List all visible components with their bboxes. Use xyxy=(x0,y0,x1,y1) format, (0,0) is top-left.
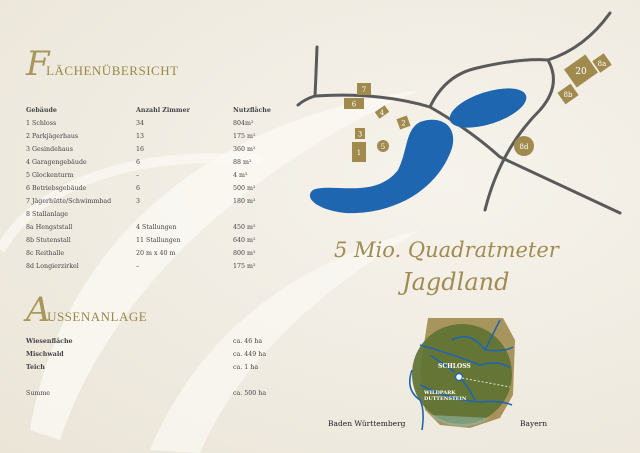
building-8b: 8b xyxy=(557,83,579,105)
table-header: Anzahl Zimmer xyxy=(136,107,190,114)
table-cell: 175 m² xyxy=(233,263,256,270)
area-value: ca. 46 ha xyxy=(233,338,263,345)
building-7: 7 xyxy=(357,83,371,95)
svg-text:8b: 8b xyxy=(564,91,573,99)
area-label: Mischwald xyxy=(26,351,64,358)
svg-text:6: 6 xyxy=(352,101,357,109)
building-6: 6 xyxy=(344,98,364,109)
table-cell: 7 Jägerhütte/Schwimmbad xyxy=(26,198,112,205)
table-cell: 13 xyxy=(136,133,145,140)
table-cell: 2 Parkjägerhaus xyxy=(26,133,79,140)
table-header: Gebäude xyxy=(26,107,57,114)
table-cell: 16 xyxy=(136,146,145,153)
table-cell: 4 m² xyxy=(233,172,248,179)
area-label: Wiesenfläche xyxy=(26,338,73,345)
table-cell: 5 Glockenturm xyxy=(26,172,74,179)
svg-text:7: 7 xyxy=(362,86,366,94)
svg-text:20: 20 xyxy=(575,67,587,77)
area-label: Teich xyxy=(26,364,45,371)
table-cell: 8c Reithalle xyxy=(26,250,65,257)
svg-text:1: 1 xyxy=(357,149,361,157)
svg-text:8a: 8a xyxy=(598,60,607,68)
svg-text:4: 4 xyxy=(380,109,385,117)
building-2: 2 xyxy=(396,115,411,130)
table-header: Nutzfläche xyxy=(233,107,271,114)
table-cell: 20 m x 40 m xyxy=(136,250,176,257)
building-4: 4 xyxy=(374,105,390,119)
bayern-label: Bayern xyxy=(520,419,548,428)
table-cell: 6 xyxy=(136,185,141,192)
slogan-line2: Jagdland xyxy=(402,268,510,296)
svg-text:3: 3 xyxy=(358,131,362,139)
table-cell: 4 Stallungen xyxy=(136,224,177,231)
total-value: ca. 500 ha xyxy=(233,390,267,397)
table-cell: 1 Schloss xyxy=(26,120,57,127)
total-label: Summe xyxy=(26,390,51,397)
table-cell: 175 m² xyxy=(233,133,256,140)
building-20: 20 xyxy=(564,54,598,88)
small-pond xyxy=(449,88,527,128)
slogan-line1: 5 Mio. Quadratmeter xyxy=(334,238,559,262)
svg-text:5: 5 xyxy=(381,143,385,151)
flaechen-title: FLÄCHENÜBERSICHT xyxy=(26,44,179,84)
table-cell: 8a Hengststall xyxy=(26,224,73,231)
building-3: 3 xyxy=(355,128,365,139)
table-cell: 360 m² xyxy=(233,146,256,153)
table-cell: 800 m² xyxy=(233,250,256,257)
baden-wuerttemberg-label: Baden Württemberg xyxy=(328,419,406,428)
table-cell: – xyxy=(136,263,140,270)
area-value: ca. 1 ha xyxy=(233,364,259,371)
table-cell: 8b Stutenstall xyxy=(26,237,71,244)
roads xyxy=(296,11,622,215)
table-cell: 640 m² xyxy=(233,237,256,244)
table-cell: 8 Stallanlage xyxy=(26,211,68,218)
table-cell: 450 m² xyxy=(233,224,256,231)
large-pond xyxy=(309,119,454,214)
table-cell: – xyxy=(136,172,140,179)
table-cell: 34 xyxy=(136,120,145,127)
table-cell: 180 m² xyxy=(233,198,256,205)
building-8a: 8a xyxy=(592,53,612,73)
table-cell: 8d Longierzirkel xyxy=(26,263,79,270)
svg-text:8d: 8d xyxy=(520,143,529,151)
table-cell: 11 Stallungen xyxy=(136,237,181,244)
svg-text:2: 2 xyxy=(401,120,405,128)
table-cell: 6 Betriebsgebäude xyxy=(26,185,87,192)
table-cell: 6 xyxy=(136,159,141,166)
table-cell: 3 xyxy=(136,198,141,205)
building-8d: 8d xyxy=(514,136,534,156)
table-cell: 4 Garagengebäude xyxy=(26,159,87,166)
schloss-label: SCHLOSS xyxy=(438,363,471,370)
table-cell: 3 Gesindehaus xyxy=(26,146,73,153)
building-5: 5 xyxy=(377,140,389,152)
building-1: 1 xyxy=(352,142,366,162)
area-value: ca. 449 ha xyxy=(233,351,267,358)
table-cell: 500 m² xyxy=(233,185,256,192)
table-cell: 804m² xyxy=(233,120,254,127)
table-cell: 88 m² xyxy=(233,159,252,166)
aussen-title: AUSSENANLAGE xyxy=(26,290,148,330)
